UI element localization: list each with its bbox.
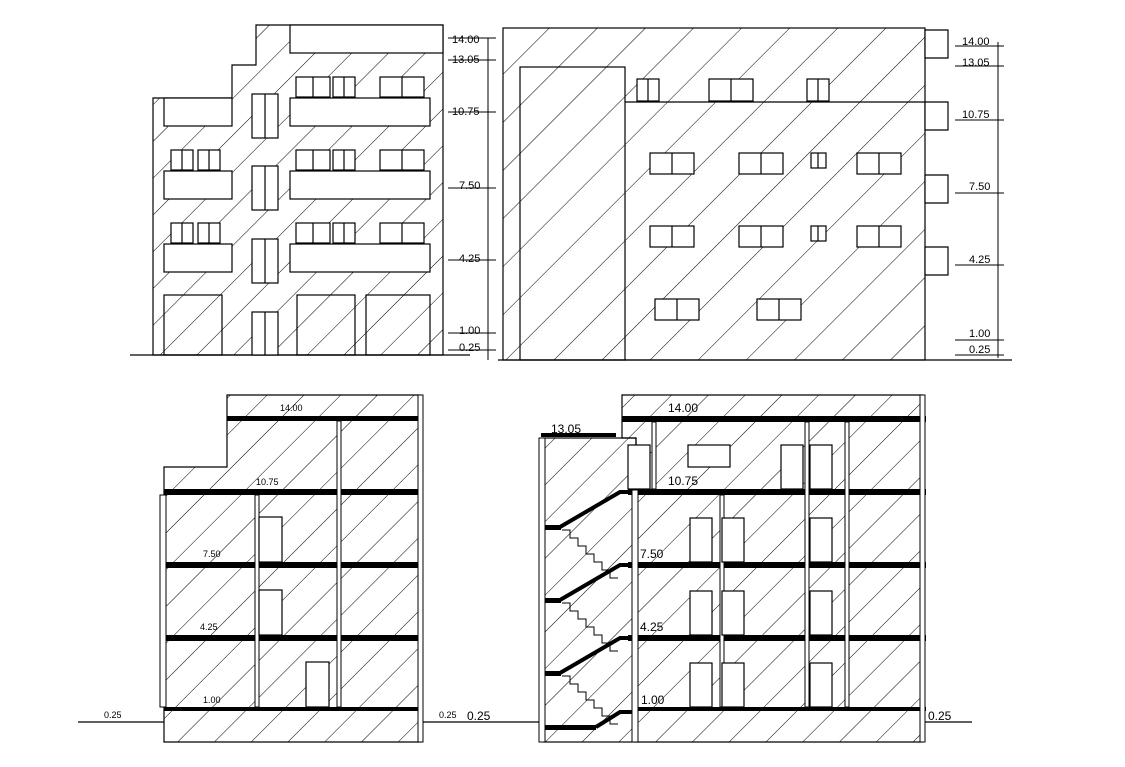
section-b-level-1: 1.00 [641,693,665,707]
section-a-level-10: 10.75 [256,477,279,487]
front-level-13: 13.05 [452,54,480,66]
front-dimension-line [448,37,496,360]
section-b-level-10: 10.75 [668,474,698,488]
side-level-1: 1.00 [969,328,990,340]
section-a-level-14: 14.00 [280,403,303,413]
section-b-level-13: 13.05 [551,422,581,436]
section-a-doors [258,516,330,708]
side-level-4: 4.25 [969,254,990,266]
section-b-level-0-left: 0.25 [467,709,491,723]
side-level-7: 7.50 [969,181,990,193]
section-b-level-4: 4.25 [640,620,664,634]
side-balcony-profiles [924,29,949,276]
section-b-walls [538,394,926,743]
section-a-slabs [164,416,423,711]
section-b-level-7: 7.50 [640,547,664,561]
section-b-level-14: 14.00 [668,401,698,415]
section-a-level-4: 4.25 [200,622,218,632]
section-b-level-0-right: 0.25 [928,709,952,723]
front-balconies [163,24,444,273]
side-windows [636,78,902,321]
side-elevation: 14.00 13.05 10.75 7.50 4.25 1.00 0.25 [498,27,1012,361]
front-level-7: 7.50 [459,180,480,192]
section-a-level-1: 1.00 [203,695,221,705]
section-a-level-0-left: 0.25 [104,710,122,720]
section-b-slabs [541,416,926,730]
section-a-level-7: 7.50 [203,549,221,559]
section-b-stairs [558,490,636,729]
front-windows [170,76,425,356]
front-level-14: 14.00 [452,34,480,46]
front-level-0: 0.25 [459,342,480,354]
section-b: 14.00 13.05 10.75 7.50 4.25 1.00 0.25 0.… [467,394,972,743]
side-level-13: 13.05 [962,57,990,69]
section-b-stair-steps [562,529,618,725]
section-a: 14.00 10.75 7.50 4.25 1.00 0.25 0.25 [78,394,470,743]
side-dimension-line [955,42,1004,358]
front-elevation: 14.00 13.05 10.75 7.50 4.25 1.00 0.25 [130,24,496,360]
side-level-10: 10.75 [962,109,990,121]
section-b-doors [627,444,833,708]
front-level-4: 4.25 [459,253,480,265]
front-level-1: 1.00 [459,325,480,337]
side-level-14: 14.00 [962,36,990,48]
section-a-level-0-right: 0.25 [439,710,457,720]
side-level-0: 0.25 [969,344,990,356]
front-garage-doors [163,294,431,356]
section-a-walls [159,394,424,743]
front-level-10: 10.75 [452,106,480,118]
